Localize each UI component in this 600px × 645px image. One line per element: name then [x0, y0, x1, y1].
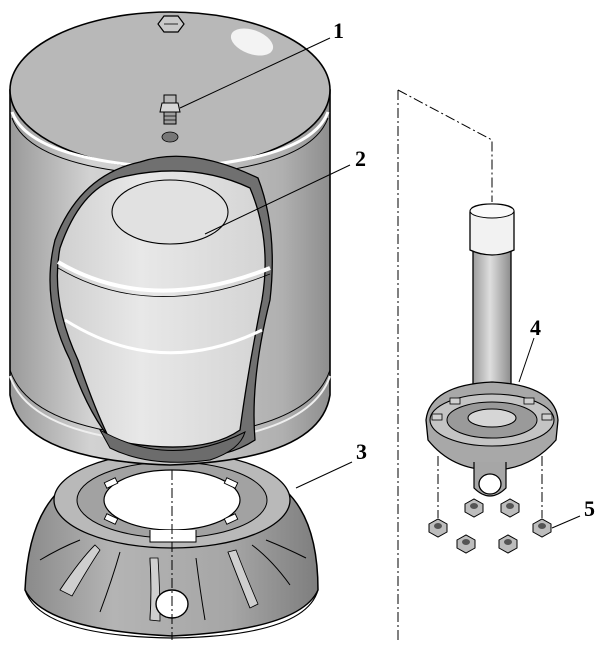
- leader-5: [551, 515, 581, 529]
- nut: [500, 498, 520, 518]
- callout-1: 1: [333, 18, 344, 43]
- nuts: [428, 498, 552, 554]
- callout-2: 2: [355, 146, 366, 171]
- nut: [428, 518, 448, 538]
- nut: [464, 498, 484, 518]
- callout-3: 3: [356, 439, 367, 464]
- top-nut: [157, 15, 185, 33]
- membrane: [49, 155, 273, 463]
- callout-5: 5: [584, 496, 595, 521]
- nut: [456, 534, 476, 554]
- base-stand: [24, 451, 319, 639]
- leader-lines: [179, 37, 581, 529]
- assembly-guide-lines: [171, 89, 543, 640]
- flange-assembly: [425, 203, 559, 497]
- air-valve: [159, 94, 181, 125]
- leader-2: [204, 164, 351, 235]
- nut: [498, 534, 518, 554]
- callout-4: 4: [530, 315, 541, 340]
- nut: [532, 518, 552, 538]
- leader-1: [179, 37, 331, 109]
- leader-4: [518, 337, 535, 383]
- leader-3: [295, 461, 353, 489]
